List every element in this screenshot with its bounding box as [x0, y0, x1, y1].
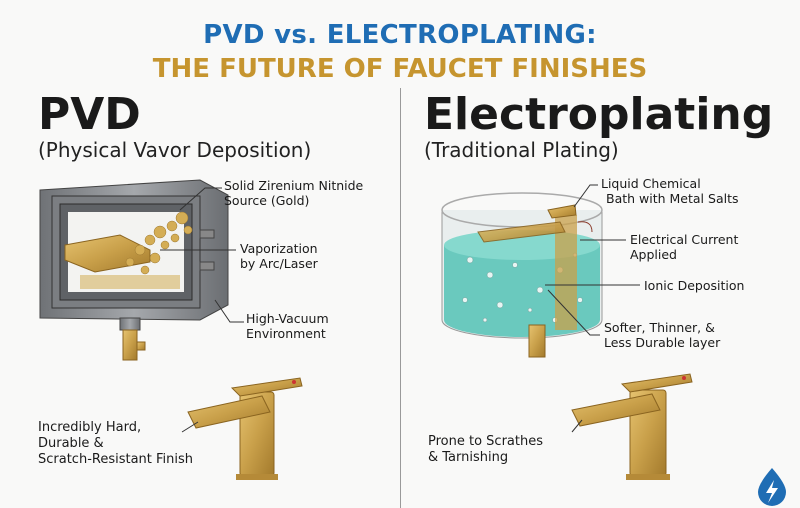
pvd-result: Incredibly Hard, Durable & Scratch-Resis… — [38, 420, 193, 468]
ep-label-current: Electrical Current Applied — [630, 232, 738, 262]
label-line: Environment — [246, 326, 326, 341]
pvd-heading: PVD — [38, 89, 141, 140]
label-line: Ionic Deposition — [644, 278, 745, 293]
label-line: Bath with Metal Salts — [606, 191, 739, 206]
electroplating-leader-lines — [545, 184, 640, 336]
result-line: & Tarnishing — [428, 450, 509, 465]
ep-label-layer: Softer, Thinner, & Less Durable layer — [604, 320, 720, 350]
water-drop-logo-icon — [758, 468, 786, 506]
pvd-vacuum-chamber — [39, 179, 229, 361]
label-line: Source (Gold) — [224, 193, 310, 208]
label-line: Softer, Thinner, & — [604, 320, 715, 335]
result-line: Durable & — [38, 436, 104, 451]
section-divider — [400, 88, 401, 508]
electroplating-heading: Electroplating — [424, 89, 774, 140]
ep-result: Prone to Scrathes & Tarnishing — [428, 434, 543, 466]
pvd-label-vaporization: Vaporization by Arc/Laser — [240, 241, 318, 271]
label-line: by Arc/Laser — [240, 256, 318, 271]
pvd-label-source: Solid Zirenium Nitnide Source (Gold) — [224, 178, 363, 208]
pvd-label-vacuum: High-Vacuum Environment — [246, 311, 329, 341]
label-line: Electrical Current — [630, 232, 739, 247]
label-line: Liquid Chemical — [601, 176, 701, 191]
pvd-subheading: (Physical Vavor Deposition) — [38, 138, 312, 162]
result-line: Prone to Scrathes — [428, 434, 543, 449]
electroplating-faucet — [571, 373, 693, 480]
pvd-faucet — [187, 377, 303, 480]
title-line-1: PVD vs. ELECTROPLATING: — [203, 20, 597, 50]
label-line: Less Durable layer — [604, 335, 721, 350]
ep-label-ionic: Ionic Deposition — [644, 278, 744, 293]
label-line: Vaporization — [240, 241, 318, 256]
pvd-leader-lines — [160, 187, 244, 323]
result-line: Incredibly Hard, — [38, 420, 142, 435]
electroplating-tank — [441, 192, 603, 358]
vapor-particles — [125, 211, 193, 275]
electroplating-subheading: (Traditional Plating) — [424, 138, 619, 162]
label-line: High-Vacuum — [246, 311, 329, 326]
result-line: Scratch-Resistant Finish — [38, 452, 194, 467]
label-line: Applied — [630, 247, 677, 262]
label-line: Solid Zirenium Nitnide — [224, 178, 364, 193]
ep-label-bath: Liquid Chemical Bath with Metal Salts — [601, 176, 739, 206]
title-line-2: THE FUTURE OF FAUCET FINISHES — [152, 54, 648, 84]
